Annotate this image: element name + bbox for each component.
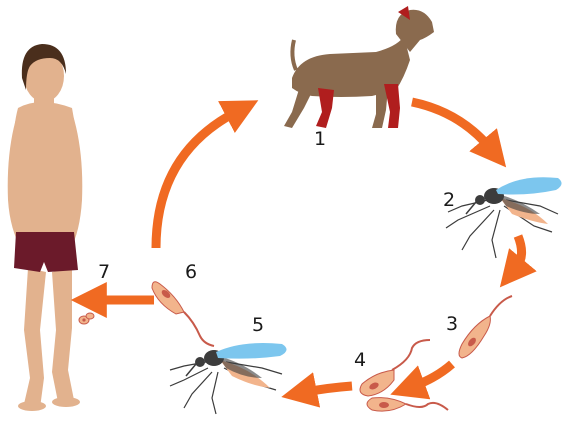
arrow-pair-to-sandfly xyxy=(306,386,352,392)
step-2-label: 2 xyxy=(443,189,455,211)
promastigote-icon xyxy=(459,296,512,358)
promastigote-icon xyxy=(152,282,214,346)
arrow-human-to-dog xyxy=(156,112,236,248)
sandfly-icon xyxy=(446,177,562,258)
step-3-label: 3 xyxy=(446,313,458,335)
step-6-label: 6 xyxy=(185,261,197,283)
step-4-label: 4 xyxy=(354,349,366,371)
step-1-label: 1 xyxy=(314,128,326,150)
human-patient-icon xyxy=(8,44,83,411)
step-7-label: 7 xyxy=(98,261,110,283)
arrow-promastigote-to-pair xyxy=(414,364,452,386)
sandfly-icon xyxy=(170,343,287,414)
arrow-dog-to-sandfly xyxy=(412,102,490,148)
dog-icon xyxy=(284,6,434,128)
arrow-sandfly-to-promastigote xyxy=(516,236,522,268)
amastigote-icon xyxy=(79,313,94,324)
step-labels: 1 2 3 4 5 6 7 xyxy=(98,128,458,371)
step-5-label: 5 xyxy=(252,314,264,336)
life-cycle-arrows xyxy=(96,102,522,392)
